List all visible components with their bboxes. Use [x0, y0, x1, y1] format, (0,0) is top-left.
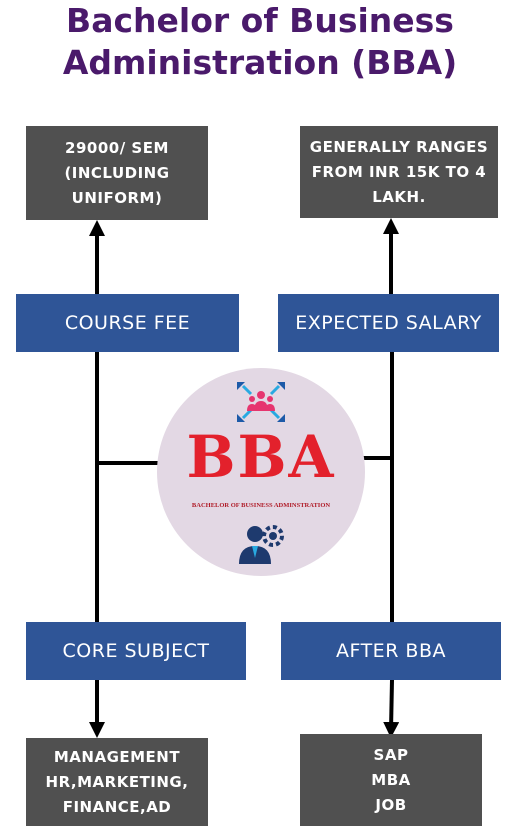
bba-abbreviation: BBA: [186, 423, 336, 491]
right-horizontal-connector: [358, 456, 392, 460]
course-fee-detail-box: 29000/ SEM (INCLUDING UNIFORM): [26, 126, 208, 220]
core-subject-box: CORE SUBJECT: [26, 622, 246, 680]
course-fee-box: COURSE FEE: [16, 294, 239, 352]
core-subject-detail-box: MANAGEMENT HR,MARKETING, FINANCE,AD: [26, 738, 208, 826]
bba-full-name: BACHELOR OF BUSINESS ADMINSTRATION: [191, 502, 331, 509]
salary-detail-box: GENERALLY RANGES FROM INR 15K TO 4 LAKH.: [300, 126, 498, 218]
businessman-gear-icon: [239, 525, 284, 564]
title-line-2: Administration (BBA): [62, 43, 458, 82]
team-network-icon: [237, 382, 285, 422]
after-bba-detail-box: SAP MBA JOB: [300, 734, 482, 826]
title-line-1: Bachelor of Business: [66, 1, 454, 40]
left-vertical-connector: [95, 352, 99, 622]
expected-salary-box: EXPECTED SALARY: [278, 294, 499, 352]
after-bba-box: AFTER BBA: [281, 622, 501, 680]
left-horizontal-connector: [97, 461, 159, 465]
right-vertical-connector: [390, 352, 394, 622]
page-title: Bachelor of Business Administration (BBA…: [0, 0, 520, 84]
bba-logo-circle: BBA BACHELOR OF BUSINESS ADMINSTRATION: [157, 368, 365, 576]
arrow-down-after-bba: [383, 679, 400, 738]
